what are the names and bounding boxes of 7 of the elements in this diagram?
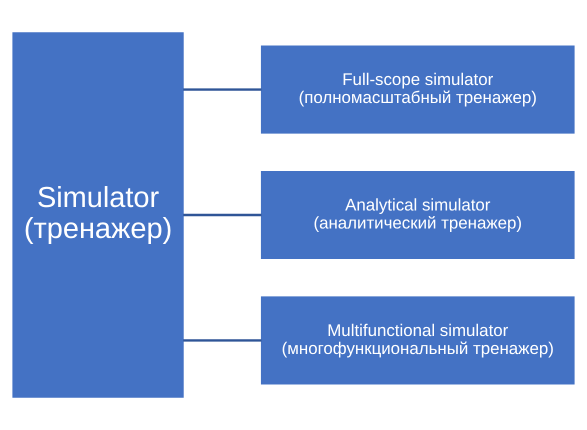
connector [183,339,262,342]
connector [183,214,262,216]
node-box: Full-scope simulator (полномасштабный тренажер) [260,46,575,134]
node-box: Multifunctional simulator (многофункциональный тренажер) [260,296,575,384]
node-box: Analytical simulator (аналитический тренажер) [260,170,575,260]
node-box: Simulator (тренажер) [12,32,184,398]
connector [183,88,262,91]
